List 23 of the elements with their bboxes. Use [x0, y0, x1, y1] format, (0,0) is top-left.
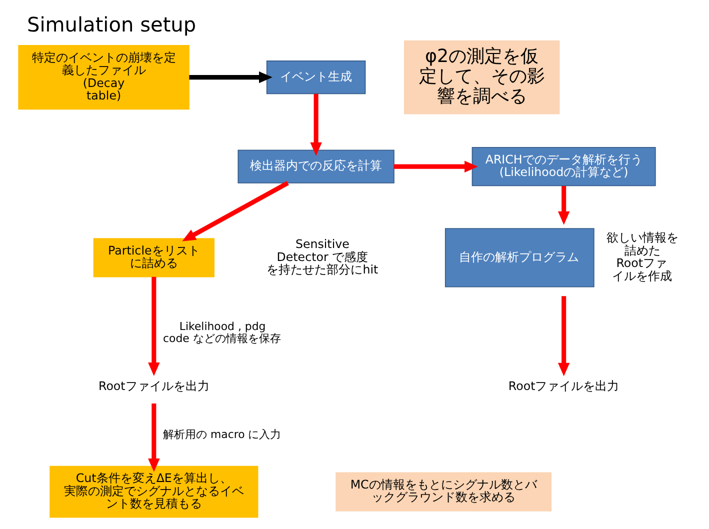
- node-box: イベント生成: [266, 60, 366, 94]
- node-box: MCの情報をもとにシグナル数とバックグラウンド数を求める: [335, 472, 552, 512]
- diagram-title: Simulation setup: [26, 12, 196, 36]
- label: Sensitive Detector で感度を持たせた部分にhit: [266, 237, 378, 277]
- arrow: [310, 94, 322, 156]
- node-box: ARICHでのデータ解析を行う (Likelihoodの計算など): [471, 146, 656, 186]
- node-box: 特定のイベントの崩壊を定義したファイル (Decay table): [18, 44, 189, 110]
- node-box: Particleをリストに詰める: [92, 238, 214, 278]
- node-box: φ2の測定を仮定して、その影響を調べる: [403, 40, 560, 114]
- arrow: [393, 160, 478, 172]
- edge-label: Likelihood , pdg code などの情報を保存: [162, 320, 280, 346]
- node-box: Cut条件を変えΔEを算出し、実際の測定でシグナルとなるイベント数を見積もる: [49, 466, 258, 518]
- arrow: [182, 181, 288, 242]
- arrow: [188, 71, 272, 84]
- arrow: [148, 404, 160, 472]
- node-text: Rootファイルを出力: [508, 379, 619, 394]
- arrow: [557, 296, 570, 376]
- arrow: [148, 276, 160, 376]
- arrow: [557, 186, 570, 225]
- node-text: Rootファイルを出力: [98, 379, 209, 394]
- node-label: 欲しい情報を詰めたRootファイルを作成: [606, 230, 678, 283]
- edge-label: 解析用の macro に入力: [162, 428, 281, 442]
- node-box: 検出器内での反応を計算: [237, 150, 394, 184]
